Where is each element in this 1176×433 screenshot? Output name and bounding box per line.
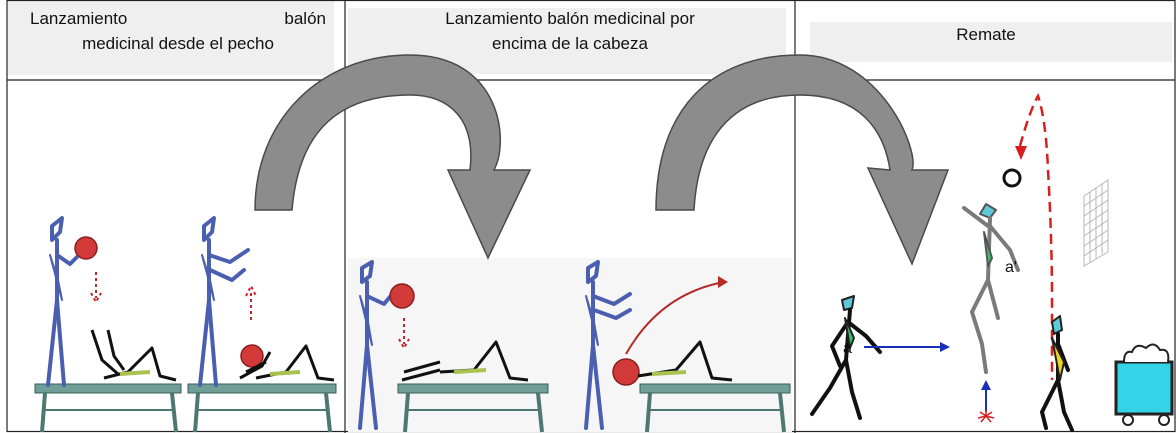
- ball-cart-icon: [1114, 343, 1174, 426]
- trajectory-arrowhead-icon: [718, 276, 728, 288]
- lying-figure-2: [239, 344, 335, 382]
- bench-middle-2: [639, 383, 791, 433]
- medicine-ball-icon: [612, 358, 640, 386]
- panel-1-heading-word-2: balón: [284, 9, 326, 28]
- curved-arrow-2: [655, 54, 950, 266]
- panel-1-heading-word-1: Lanzamiento: [30, 9, 128, 28]
- down-arrow-icon: [398, 318, 410, 351]
- panel-1-heading-line-2: medicinal desde el pecho: [82, 34, 274, 53]
- medicine-ball-icon: [74, 236, 98, 260]
- throw-trajectory: [625, 281, 725, 355]
- takeoff-spark-icon: [977, 410, 995, 423]
- ball-trajectory: [1018, 92, 1054, 380]
- thrower-figure-4: [584, 260, 632, 430]
- medicine-ball-icon: [240, 344, 264, 368]
- label-a-prime: a': [1005, 259, 1017, 276]
- lying-figure-4: [637, 340, 733, 382]
- down-arrow-icon: [90, 272, 102, 305]
- volleyball-icon: [1002, 168, 1022, 188]
- panel-1-heading: Lanzamiento balón medicinal desde el pec…: [30, 6, 326, 56]
- medicine-ball-icon: [389, 283, 415, 309]
- panel-2-illustration: [348, 258, 792, 433]
- jumping-player: [962, 203, 1020, 374]
- volleyball-net-icon: [1083, 179, 1109, 267]
- run-arrowhead-icon: [940, 342, 950, 352]
- setter-player: [1040, 315, 1074, 432]
- thrower-figure-2: [198, 216, 250, 387]
- trajectory-arrowhead-icon: [1015, 146, 1027, 160]
- panel-2-heading-line-1: Lanzamiento balón medicinal por: [445, 9, 695, 28]
- panel-2-heading: Lanzamiento balón medicinal por encima d…: [350, 6, 790, 56]
- lying-figure-1: [90, 329, 177, 382]
- panel-3-heading: Remate: [956, 25, 1016, 44]
- curved-arrow-1: [254, 54, 532, 260]
- thrower-figure-1: [46, 216, 82, 387]
- panel-1-illustration: [34, 216, 337, 433]
- label-a: a: [843, 340, 852, 357]
- panel-3-illustration: a' a: [810, 92, 1174, 432]
- panel-2-heading-line-2: encima de la cabeza: [492, 34, 648, 53]
- bench-left-2: [187, 383, 337, 433]
- lying-figure-3: [401, 340, 529, 382]
- bench-middle-1: [397, 383, 549, 433]
- up-arrow-icon: [245, 283, 257, 320]
- jump-arrowhead-icon: [981, 380, 991, 390]
- running-player: [810, 295, 882, 420]
- bench-left-1: [34, 383, 182, 433]
